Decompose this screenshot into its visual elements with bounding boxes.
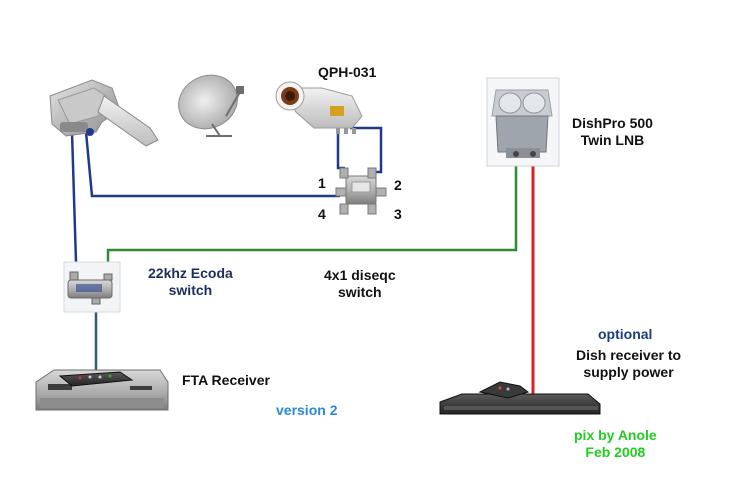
ecoda-label: 22khz Ecoda switch	[148, 265, 233, 299]
dish-receiver-icon	[439, 381, 601, 415]
optional-label: optional	[598, 326, 653, 342]
ecoda-label-line1: 22khz Ecoda	[148, 265, 233, 281]
diseqc-switch-icon	[335, 167, 387, 215]
credit-label: pix by Anole Feb 2008	[574, 427, 657, 461]
cables	[70, 126, 535, 398]
port-3-label: 3	[394, 206, 402, 222]
port-4-label: 4	[318, 206, 326, 222]
dishpro-label: DishPro 500 Twin LNB	[572, 115, 653, 149]
diseqc-label: 4x1 diseqc switch	[324, 267, 396, 301]
cable-dish-to-port1	[84, 131, 340, 198]
port-2-label: 2	[394, 177, 402, 193]
cable-qph-to-port2	[350, 126, 383, 174]
diseqc-label-line2: switch	[338, 283, 382, 300]
satellite-dish-icon	[178, 74, 244, 137]
dish-receiver-label-line1: Dish receiver to	[576, 347, 682, 363]
dish-receiver-label: Dish receiver to supply power	[576, 347, 681, 381]
fta-receiver-icon	[35, 369, 169, 411]
qph-lnb-icon	[275, 81, 363, 134]
dish-receiver-label-line2: supply power	[583, 363, 674, 380]
credit-label-line2: Feb 2008	[585, 443, 646, 460]
ecoda-switch-icon	[63, 261, 121, 313]
fta-label: FTA Receiver	[182, 372, 270, 388]
port-1-label: 1	[318, 175, 326, 191]
dishpro-label-line2: Twin LNB	[580, 131, 645, 148]
dishpro-lnb-icon	[486, 77, 560, 167]
multi-lnb-dish-icon	[49, 79, 159, 147]
qph-label: QPH-031	[318, 64, 377, 80]
cable-dishpro-to-ecoda	[106, 160, 518, 278]
ecoda-label-line2: switch	[168, 281, 213, 298]
cable-dish-to-ecoda	[70, 131, 78, 263]
version-label: version 2	[276, 402, 338, 418]
diseqc-label-line1: 4x1 diseqc	[324, 267, 396, 283]
credit-label-line1: pix by Anole	[574, 427, 657, 443]
dishpro-label-line1: DishPro 500	[572, 115, 653, 131]
